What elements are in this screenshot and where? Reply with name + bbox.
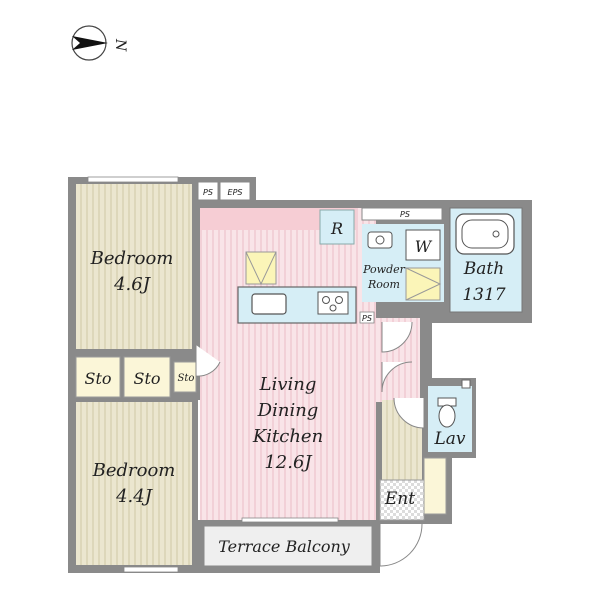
powder-fixture	[405, 267, 441, 301]
storage-2	[123, 356, 171, 398]
ldk-line1: Living	[259, 374, 317, 395]
door-lav	[393, 397, 425, 429]
powder-line1: Powder	[362, 263, 406, 276]
bath-drain-icon	[492, 230, 500, 238]
storage-3-label: Sto	[178, 373, 195, 384]
ldk-line2: Dining	[257, 400, 319, 421]
ldk-floor	[200, 208, 376, 520]
bedroom-south-name: Bedroom	[92, 460, 176, 481]
terrace-floor	[203, 525, 373, 567]
storage-1	[75, 356, 121, 398]
basin-drain-icon	[375, 235, 385, 245]
bath-size: 1317	[462, 285, 505, 305]
kitchen-hood-mark	[245, 251, 277, 286]
bathtub-inner	[461, 219, 509, 249]
terrace-label: Terrace Balcony	[218, 537, 351, 556]
ldk-size: 12.6J	[264, 452, 313, 473]
bedroom-north-floor	[76, 184, 192, 349]
entrance-floor	[379, 479, 425, 521]
compass-label: N	[112, 38, 128, 52]
door-ldk-hall	[381, 321, 413, 353]
storage-1-label: Sto	[84, 369, 111, 388]
ps-kitchen-label: PS	[362, 314, 372, 323]
door-entrance	[379, 523, 423, 567]
compass-arrow-icon	[72, 36, 108, 50]
ldk-line3: Kitchen	[252, 426, 323, 447]
door-bedroom-north	[195, 345, 221, 377]
refrigerator-space	[319, 209, 355, 245]
kitchen-upper-cabinet	[200, 208, 356, 230]
door-ldk-entry	[381, 361, 413, 393]
eps-top-label: EPS	[228, 188, 243, 197]
washbasin-icon	[367, 231, 393, 249]
entrance-label: Ent	[384, 489, 415, 509]
powder-line2: Room	[367, 278, 400, 291]
shoe-cabinet	[423, 457, 447, 515]
sink-icon	[251, 293, 287, 315]
refrigerator-label: R	[330, 219, 343, 238]
bath-name: Bath	[463, 259, 504, 279]
lav-label: Lav	[433, 429, 465, 449]
washer-space	[405, 229, 441, 261]
eps-shaft-top	[219, 181, 251, 201]
bedroom-south-floor	[76, 402, 192, 565]
bedroom-north-name: Bedroom	[90, 248, 174, 269]
storage-2-label: Sto	[133, 369, 160, 388]
windows	[87, 176, 339, 573]
toilet-icon	[437, 397, 457, 428]
powder-fixture-mark	[405, 267, 442, 301]
storage-3	[173, 361, 197, 393]
compass: N	[71, 25, 128, 61]
ps-shaft-top	[197, 181, 219, 201]
lav-vent	[461, 379, 471, 389]
ps-top-label: PS	[203, 188, 213, 197]
washer-label: W	[415, 237, 433, 256]
kitchen-hood	[245, 251, 277, 285]
bedroom-south-size: 4.4J	[115, 486, 154, 507]
ps-kitchen	[359, 311, 375, 324]
stove-icon	[317, 291, 349, 315]
ps-shaft-bath	[361, 207, 443, 221]
bedroom-north-size: 4.6J	[113, 274, 152, 295]
ps-bath-label: PS	[400, 210, 410, 219]
